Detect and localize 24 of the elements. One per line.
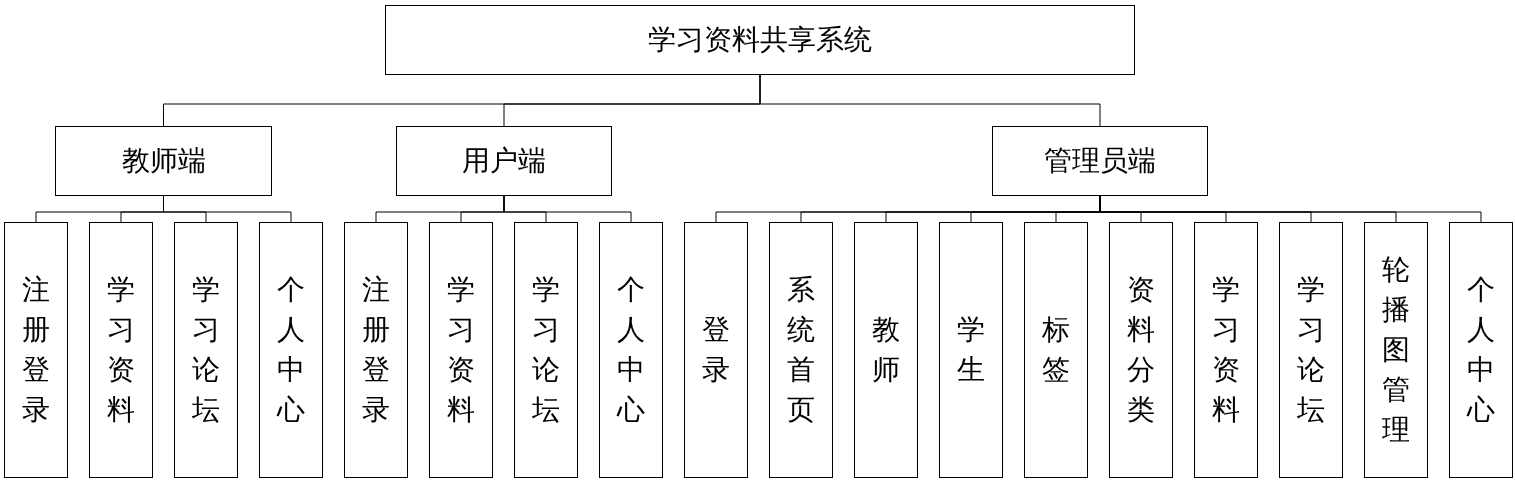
title-box: 学习资料共享系统	[385, 5, 1135, 75]
function-box: 系统首页	[769, 222, 833, 478]
function-box: 学生	[939, 222, 1003, 478]
function-box: 学习论坛	[514, 222, 578, 478]
connector-line	[759, 74, 1101, 127]
function-box: 注册登录	[344, 222, 408, 478]
module-box: 教师端	[55, 126, 272, 196]
function-box: 个人中心	[599, 222, 663, 478]
connector-line	[503, 195, 632, 223]
function-box: 标签	[1024, 222, 1088, 478]
function-box: 学习资料	[429, 222, 493, 478]
function-box: 个人中心	[259, 222, 323, 478]
function-box: 学习论坛	[1279, 222, 1343, 478]
function-box: 教师	[854, 222, 918, 478]
function-box: 注册登录	[4, 222, 68, 478]
function-box: 资料分类	[1109, 222, 1173, 478]
module-box: 用户端	[396, 126, 612, 196]
function-box: 轮播图管理	[1364, 222, 1428, 478]
function-box: 学习论坛	[174, 222, 238, 478]
function-box: 学习资料	[89, 222, 153, 478]
module-box: 管理员端	[992, 126, 1208, 196]
function-box: 学习资料	[1194, 222, 1258, 478]
function-box: 登录	[684, 222, 748, 478]
function-box: 个人中心	[1449, 222, 1513, 478]
